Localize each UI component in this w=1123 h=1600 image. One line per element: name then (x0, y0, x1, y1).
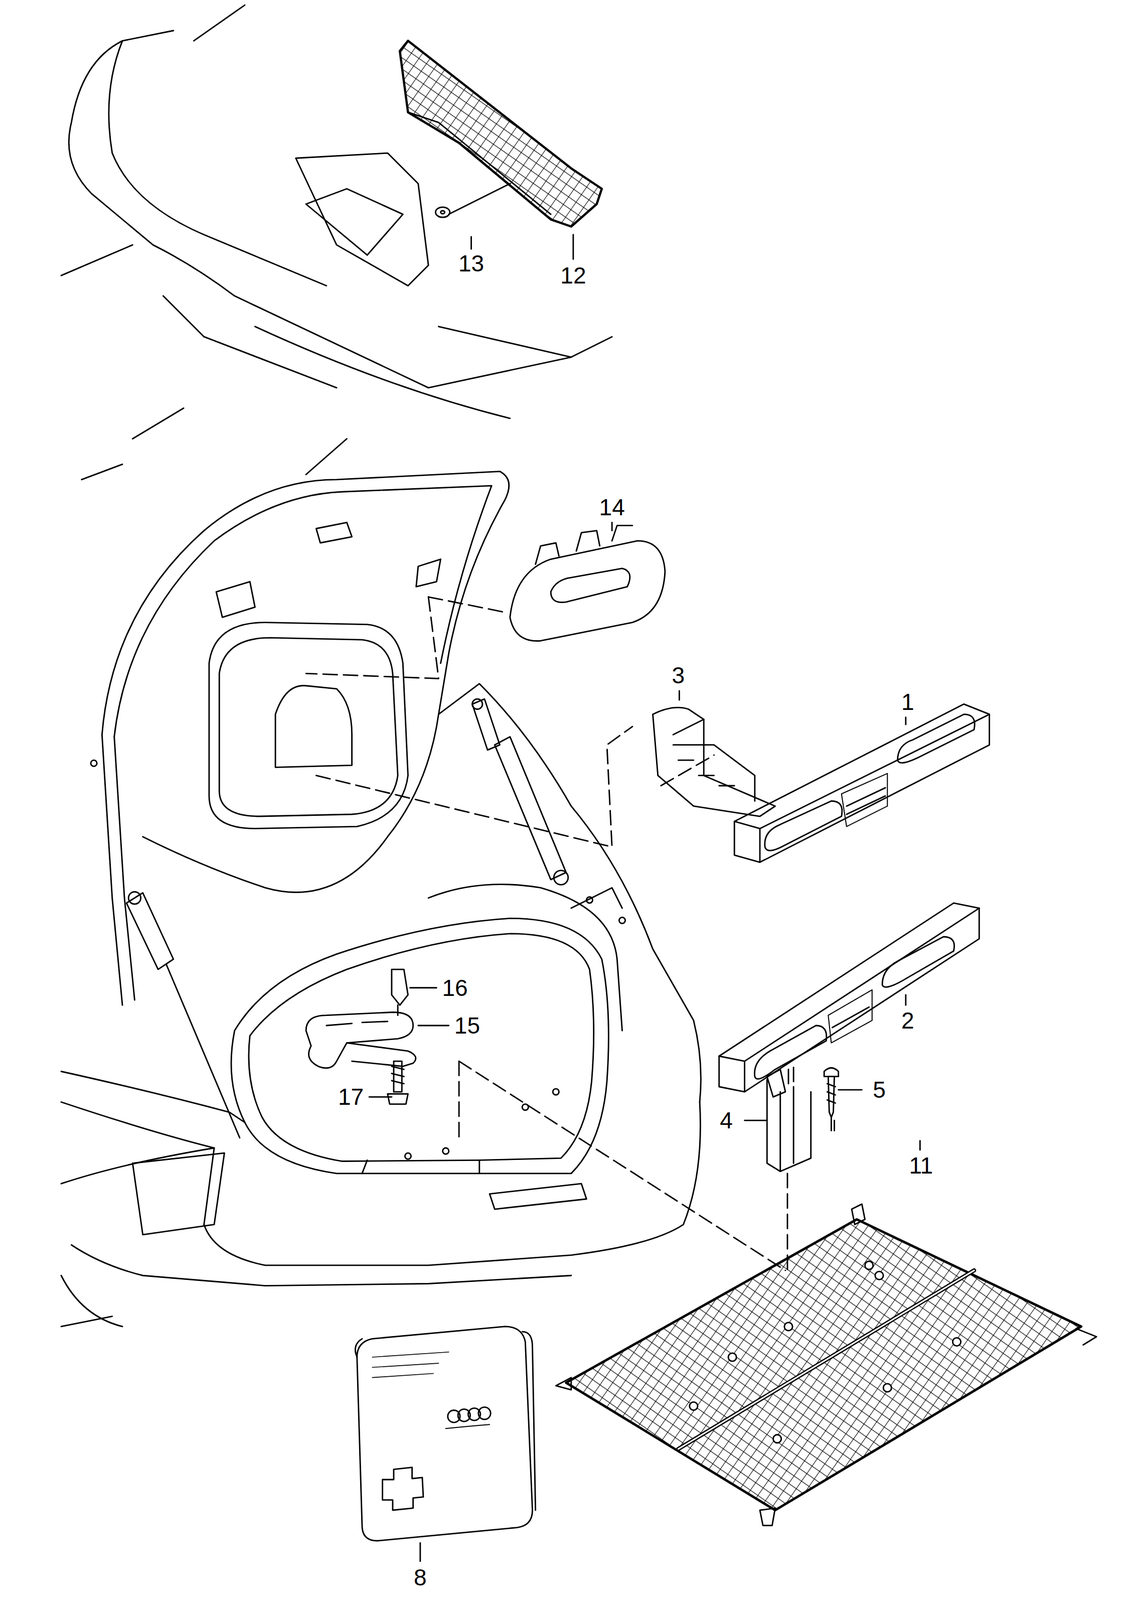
callout-number: 13 (456, 250, 487, 276)
callout-number: 1 (899, 689, 917, 715)
callout-number: 16 (439, 975, 470, 1001)
callout-number: 4 (717, 1107, 735, 1133)
callout-number: 11 (906, 1152, 935, 1178)
cargo-net (555, 1203, 1097, 1526)
leader-line (369, 234, 920, 1561)
callout-number: 3 (670, 662, 688, 688)
luggage-hook (305, 969, 416, 1104)
callout-number: 2 (899, 1007, 917, 1033)
warning-triangle-case (719, 902, 980, 1092)
callout-number: 14 (597, 494, 627, 520)
cover-cap (510, 525, 666, 641)
assembly-line (305, 596, 835, 1270)
warning-triangle-case (734, 703, 990, 862)
car-body (61, 683, 701, 1327)
callout-number: 5 (870, 1076, 888, 1102)
first-aid-kit (355, 1326, 536, 1541)
callout-number: 12 (558, 262, 588, 288)
storage-net (399, 40, 602, 227)
trunk-lid (90, 471, 510, 1006)
mounting-clip (766, 1067, 839, 1171)
callout-number: 8 (411, 1564, 429, 1590)
callout-number: 17 (336, 1083, 366, 1109)
holder-bracket (653, 707, 776, 817)
seat-outline (61, 5, 612, 480)
callout-number: 15 (452, 1012, 483, 1038)
